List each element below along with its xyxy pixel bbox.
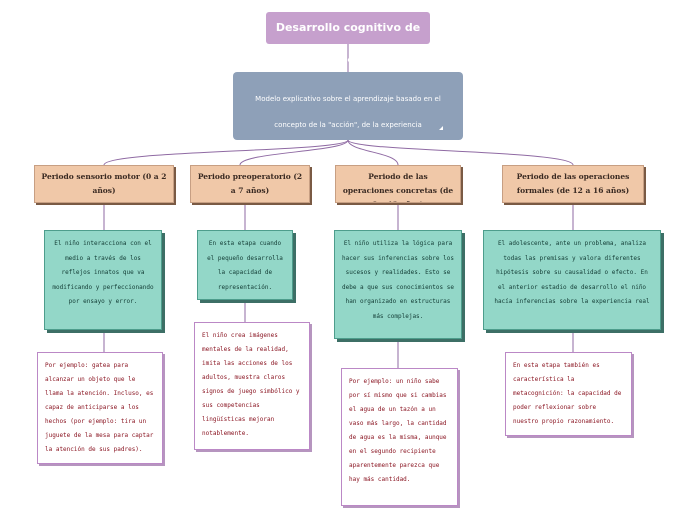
period-node-concrete[interactable]: Periodo de las operaciones concretas (de… bbox=[335, 165, 461, 203]
model-line-2: concepto de la "acción", de la experienc… bbox=[274, 121, 422, 129]
model-node[interactable]: Modelo explicativo sobre el aprendizaje … bbox=[233, 72, 463, 140]
period-label: Periodo sensorio motor (0 a 2 años) bbox=[41, 172, 167, 195]
period-label: Periodo de las operaciones formales (de … bbox=[516, 172, 630, 195]
period-node-sensorimotor[interactable]: Periodo sensorio motor (0 a 2 años) bbox=[34, 165, 174, 203]
example-text: El niño crea imágenes mentales de la rea… bbox=[202, 332, 300, 437]
example-text: Por ejemplo: gatea para alcanzar un obje… bbox=[45, 362, 154, 453]
root-title-text: Desarrollo cognitivo de Piaget bbox=[275, 21, 421, 66]
model-line-1: Modelo explicativo sobre el aprendizaje … bbox=[255, 95, 441, 103]
description-node-preoperational[interactable]: En esta etapa cuando el pequeño desarrol… bbox=[197, 230, 293, 300]
example-node-formal[interactable]: En esta etapa también es característica … bbox=[505, 352, 632, 436]
description-text: En esta etapa cuando el pequeño desarrol… bbox=[207, 240, 283, 291]
example-node-concrete[interactable]: Por ejemplo: un niño sabe por sí mismo q… bbox=[341, 368, 458, 506]
root-node-title[interactable]: Desarrollo cognitivo de Piaget bbox=[266, 12, 430, 66]
description-text: El adolescente, ante un problema, analiz… bbox=[494, 240, 650, 305]
period-label: Periodo de las operaciones concretas (de… bbox=[342, 172, 454, 202]
period-node-formal[interactable]: Periodo de las operaciones formales (de … bbox=[502, 165, 644, 203]
description-node-sensorimotor[interactable]: El niño interacciona con el medio a trav… bbox=[44, 230, 162, 330]
example-node-preoperational[interactable]: El niño crea imágenes mentales de la rea… bbox=[194, 322, 310, 450]
description-node-concrete[interactable]: El niño utiliza la lógica para hacer sus… bbox=[334, 230, 462, 339]
example-text: En esta etapa también es característica … bbox=[513, 362, 622, 425]
example-text: Por ejemplo: un niño sabe por sí mismo q… bbox=[349, 378, 447, 483]
period-label: Periodo preoperatorio (2 a 7 años) bbox=[197, 172, 303, 195]
example-node-sensorimotor[interactable]: Por ejemplo: gatea para alcanzar un obje… bbox=[37, 352, 163, 464]
expand-corner-icon[interactable] bbox=[439, 126, 443, 130]
description-text: El niño interacciona con el medio a trav… bbox=[52, 240, 154, 305]
description-node-formal[interactable]: El adolescente, ante un problema, analiz… bbox=[483, 230, 661, 330]
description-text: El niño utiliza la lógica para hacer sus… bbox=[342, 240, 454, 320]
period-node-preoperational[interactable]: Periodo preoperatorio (2 a 7 años) bbox=[190, 165, 310, 203]
